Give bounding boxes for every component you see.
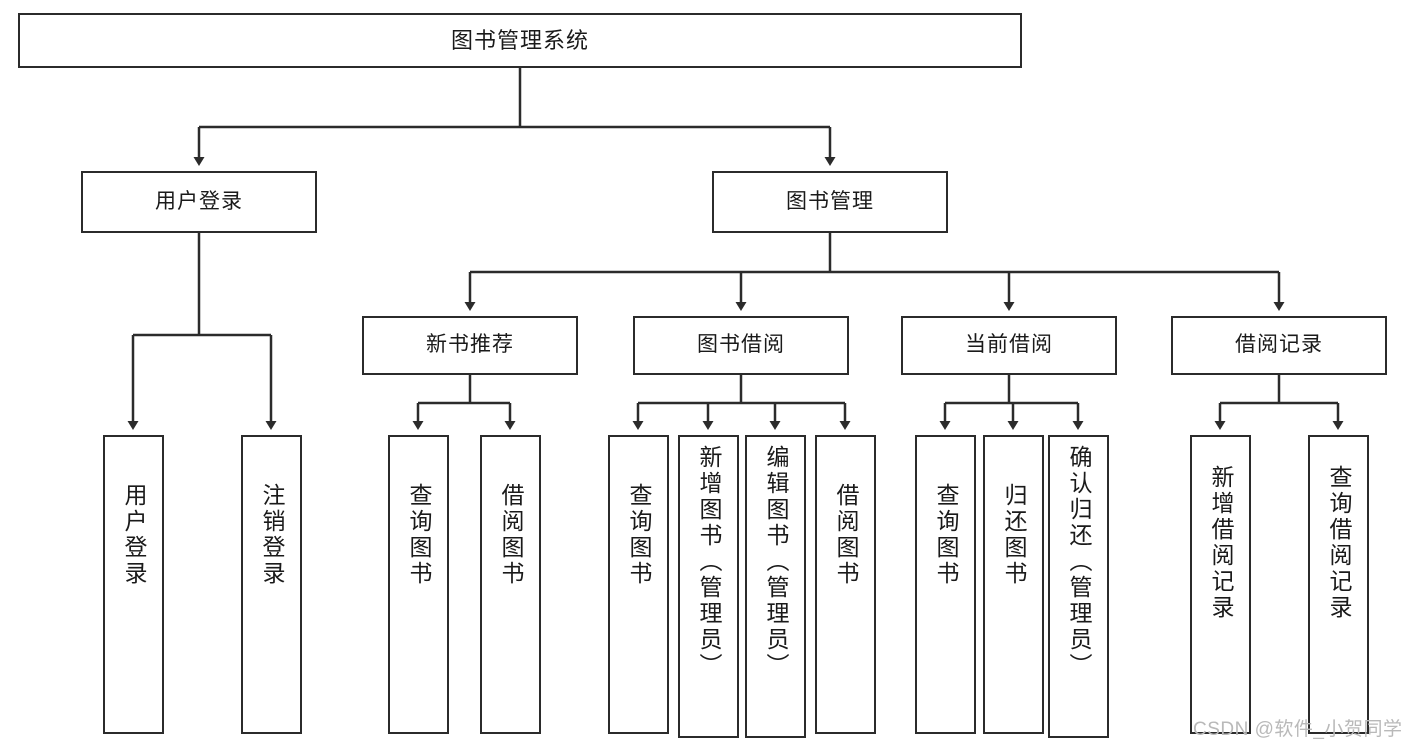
node-current-borrow-label: 当前借阅 [965, 333, 1053, 357]
leaf-return-book[interactable]: 归还图书 [983, 435, 1044, 734]
node-borrow-records[interactable]: 借阅记录 [1171, 316, 1387, 375]
leaf-logout-label: 注销登录 [259, 483, 285, 587]
leaf-borrow-book-recommend[interactable]: 借阅图书 [480, 435, 541, 734]
node-book-management[interactable]: 图书管理 [712, 171, 948, 233]
leaf-confirm-return-admin-label: 确认归还（管理员） [1066, 445, 1092, 679]
leaf-query-book-recommend-label: 查询图书 [406, 483, 432, 587]
node-book-management-label: 图书管理 [786, 189, 874, 213]
leaf-borrow-book-label: 借阅图书 [833, 483, 859, 587]
leaf-borrow-book-recommend-label: 借阅图书 [498, 483, 524, 587]
leaf-query-book-borrow-label: 查询图书 [626, 483, 652, 587]
node-book-borrow-label: 图书借阅 [697, 333, 785, 357]
node-book-borrow[interactable]: 图书借阅 [633, 316, 849, 375]
leaf-query-borrow-record-label: 查询借阅记录 [1326, 465, 1352, 621]
leaf-query-borrow-record[interactable]: 查询借阅记录 [1308, 435, 1369, 734]
leaf-add-book-admin-label: 新增图书（管理员） [696, 445, 722, 679]
node-root[interactable]: 图书管理系统 [18, 13, 1022, 68]
leaf-add-book-admin[interactable]: 新增图书（管理员） [678, 435, 739, 738]
node-user-login-label: 用户登录 [155, 189, 243, 213]
node-borrow-records-label: 借阅记录 [1235, 333, 1323, 357]
node-new-book-recommend[interactable]: 新书推荐 [362, 316, 578, 375]
node-user-login[interactable]: 用户登录 [81, 171, 317, 233]
leaf-query-book-current-label: 查询图书 [933, 483, 959, 587]
leaf-confirm-return-admin[interactable]: 确认归还（管理员） [1048, 435, 1109, 738]
leaf-borrow-book[interactable]: 借阅图书 [815, 435, 876, 734]
leaf-return-book-label: 归还图书 [1001, 483, 1027, 587]
leaf-query-book-borrow[interactable]: 查询图书 [608, 435, 669, 734]
leaf-query-book-current[interactable]: 查询图书 [915, 435, 976, 734]
node-current-borrow[interactable]: 当前借阅 [901, 316, 1117, 375]
leaf-add-borrow-record-label: 新增借阅记录 [1208, 465, 1234, 621]
leaf-user-login[interactable]: 用户登录 [103, 435, 164, 734]
node-root-label: 图书管理系统 [450, 27, 589, 53]
leaf-query-book-recommend[interactable]: 查询图书 [388, 435, 449, 734]
node-new-book-recommend-label: 新书推荐 [426, 333, 514, 357]
csdn-watermark: CSDN @软件_小贺同学 [1193, 719, 1403, 740]
leaf-logout[interactable]: 注销登录 [241, 435, 302, 734]
leaf-user-login-label: 用户登录 [121, 483, 147, 587]
leaf-add-borrow-record[interactable]: 新增借阅记录 [1190, 435, 1251, 734]
leaf-edit-book-admin-label: 编辑图书（管理员） [763, 445, 789, 679]
leaf-edit-book-admin[interactable]: 编辑图书（管理员） [745, 435, 806, 738]
